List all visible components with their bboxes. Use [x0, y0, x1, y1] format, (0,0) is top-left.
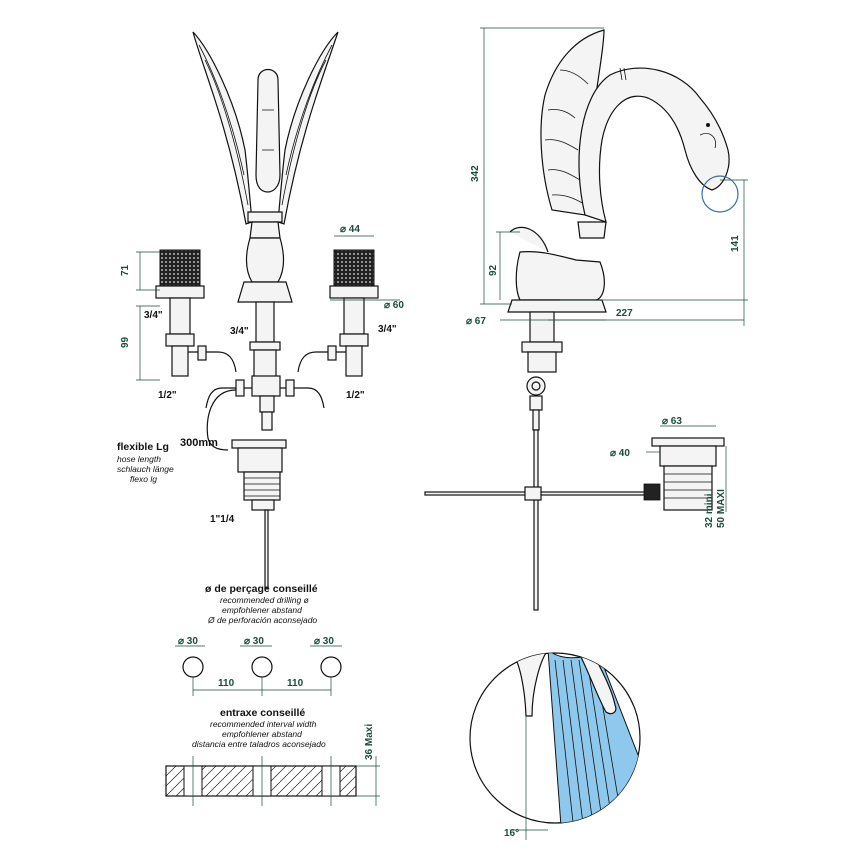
interval-note-en: recommended interval width	[210, 719, 317, 729]
interval-section: entraxe conseillé recommended interval w…	[165, 707, 380, 806]
drilling-title: ø de perçage conseillé	[205, 583, 318, 595]
dim-spout-height: 141	[730, 235, 741, 252]
left-valve	[155, 249, 237, 377]
waste-thread: 1"1/4	[210, 514, 235, 525]
thread-left-top: 3/4"	[144, 310, 163, 321]
right-wing	[277, 31, 339, 225]
hole-diameter-3: ⌀ 30	[314, 636, 334, 647]
hose-length: 300mm	[180, 437, 218, 449]
thread-right-bottom: 1/2"	[346, 390, 365, 401]
dim-reach: 227	[616, 308, 633, 319]
swan-neck-front	[255, 68, 281, 193]
dim-waste-max: 50 MAXI	[716, 489, 727, 528]
interval-title: entraxe conseillé	[220, 707, 305, 719]
detail-angle: 16°	[504, 828, 519, 839]
right-valve	[297, 249, 379, 377]
drilling-note-es: Ø de perforación aconsejado	[207, 615, 317, 625]
side-view: 342 92 141 ⌀ 67 227 ⌀ 63 ⌀ 40 32 mini 50…	[424, 27, 748, 611]
hole-diameter-2: ⌀ 30	[244, 636, 264, 647]
drilling-section: ø de perçage conseillé recommended drill…	[175, 583, 342, 696]
side-waste	[643, 437, 725, 511]
front-view: 71 99 ⌀ 44 ⌀ 60 3/4" 3/4" 3/4" 1/2" 1/2"…	[117, 31, 404, 589]
hose-note-de: schlauch länge	[117, 464, 174, 474]
spacing-1: 110	[218, 678, 235, 689]
spacing-2: 110	[287, 678, 304, 689]
hose-note-en: hose length	[117, 454, 161, 464]
dim-handle-height: 71	[120, 264, 131, 276]
dim-waste-top-diameter: ⌀ 63	[662, 416, 682, 427]
dim-valve-height: 99	[120, 336, 131, 348]
swan-neck-side	[578, 67, 730, 223]
counter-thickness: 36 Maxi	[364, 724, 375, 760]
left-wing	[192, 31, 253, 225]
dim-total-height: 342	[470, 165, 481, 182]
dim-knob-diameter: ⌀ 44	[340, 224, 360, 235]
dim-waste-min: 32 mini	[704, 493, 715, 528]
drill-hole-1	[182, 656, 204, 678]
interval-note-de: empfohlener abstand	[222, 729, 302, 739]
interval-note-es: distancia entre taladros aconsejado	[192, 739, 326, 749]
hose-title: flexible Lg	[117, 441, 169, 453]
thread-right-top: 3/4"	[378, 324, 397, 335]
dim-waste-body-diameter: ⌀ 40	[610, 448, 630, 459]
hole-diameter-1: ⌀ 30	[178, 636, 198, 647]
dim-side-base-diameter: ⌀ 67	[466, 316, 486, 327]
drilling-note-en: recommended drilling ø	[220, 595, 309, 605]
drill-hole-2	[251, 656, 273, 678]
thread-left-bottom: 1/2"	[158, 390, 177, 401]
drilling-note-de: empfohlener abstand	[222, 605, 302, 615]
dim-base-diameter-front: ⌀ 60	[384, 300, 404, 311]
dim-base-height: 92	[488, 264, 499, 276]
spout-detail: 16°	[469, 652, 641, 840]
front-waste	[231, 439, 287, 589]
counter-section	[165, 756, 357, 806]
hose-note-es: flexo lg	[130, 474, 157, 484]
drill-hole-3	[320, 656, 342, 678]
thread-center: 3/4"	[230, 326, 249, 337]
